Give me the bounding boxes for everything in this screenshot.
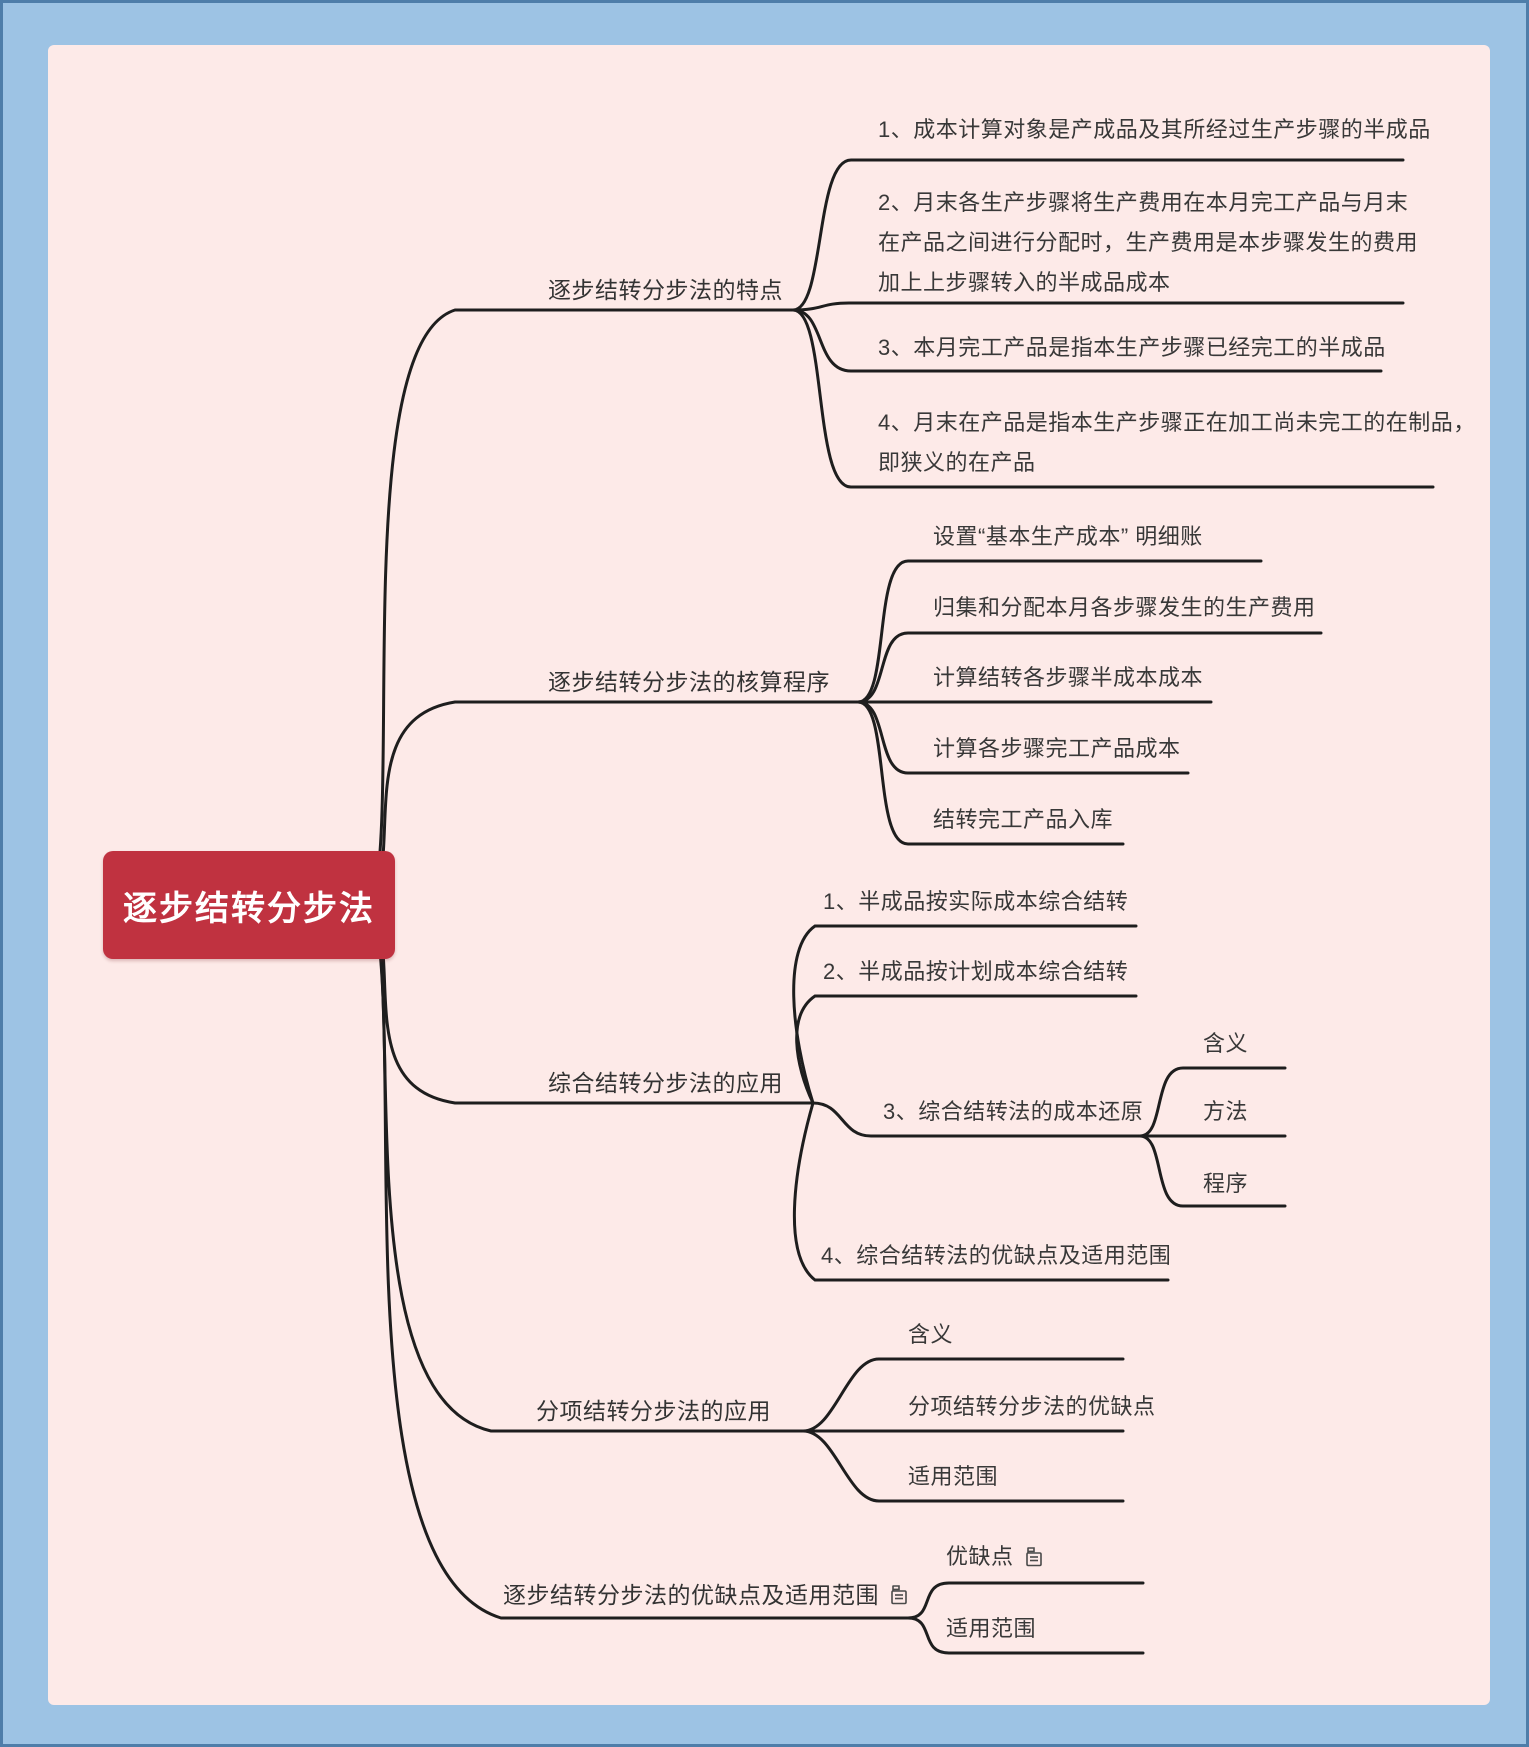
subchild-node[interactable]: 方法: [1203, 1099, 1249, 1124]
branch-itemized-application[interactable]: 分项结转分步法的应用: [536, 1398, 771, 1424]
note-icon[interactable]: [888, 1584, 910, 1606]
child-node[interactable]: 4、月末在产品是指本生产步骤正在加工尚未完工的在制品， 即狭义的在产品: [878, 410, 1476, 475]
note-icon[interactable]: [1023, 1546, 1045, 1568]
child-node-label: 优缺点: [946, 1544, 1014, 1569]
branch-pros-cons-scope-label: 逐步结转分步法的优缺点及适用范围: [503, 1582, 879, 1608]
child-node[interactable]: 3、本月完工产品是指本生产步骤已经完工的半成品: [878, 335, 1386, 360]
child-node[interactable]: 2、月末各生产步骤将生产费用在本月完工产品与月末 在产品之间进行分配时，生产费用…: [878, 190, 1419, 295]
root-node[interactable]: 逐步结转分步法: [103, 851, 395, 959]
child-node[interactable]: 3、综合结转法的成本还原: [883, 1099, 1144, 1124]
child-node[interactable]: 含义: [908, 1322, 954, 1347]
child-node[interactable]: 2、半成品按计划成本综合结转: [823, 959, 1129, 984]
child-node[interactable]: 计算各步骤完工产品成本: [933, 736, 1181, 761]
child-node[interactable]: 1、成本计算对象是产成品及其所经过生产步骤的半成品: [878, 117, 1431, 142]
child-node[interactable]: 分项结转分步法的优缺点: [908, 1394, 1156, 1419]
branch-accounting-procedure[interactable]: 逐步结转分步法的核算程序: [548, 669, 830, 695]
child-node[interactable]: 1、半成品按实际成本综合结转: [823, 889, 1129, 914]
child-node[interactable]: 设置“基本生产成本” 明细账: [933, 524, 1203, 549]
branch-characteristics[interactable]: 逐步结转分步法的特点: [548, 277, 783, 303]
child-node[interactable]: 优缺点: [946, 1542, 1045, 1572]
child-node[interactable]: 归集和分配本月各步骤发生的生产费用: [933, 595, 1316, 620]
branch-pros-cons-scope[interactable]: 逐步结转分步法的优缺点及适用范围: [503, 1580, 910, 1610]
root-node-label: 逐步结转分步法: [123, 889, 375, 928]
branch-comprehensive-application[interactable]: 综合结转分步法的应用: [548, 1070, 783, 1096]
child-node[interactable]: 适用范围: [908, 1464, 999, 1489]
subchild-node[interactable]: 含义: [1203, 1031, 1249, 1056]
child-node[interactable]: 适用范围: [946, 1616, 1037, 1641]
subchild-node[interactable]: 程序: [1203, 1171, 1249, 1196]
child-node[interactable]: 4、综合结转法的优缺点及适用范围: [821, 1243, 1172, 1268]
child-node[interactable]: 计算结转各步骤半成本成本: [933, 665, 1204, 690]
child-node[interactable]: 结转完工产品入库: [933, 807, 1114, 832]
